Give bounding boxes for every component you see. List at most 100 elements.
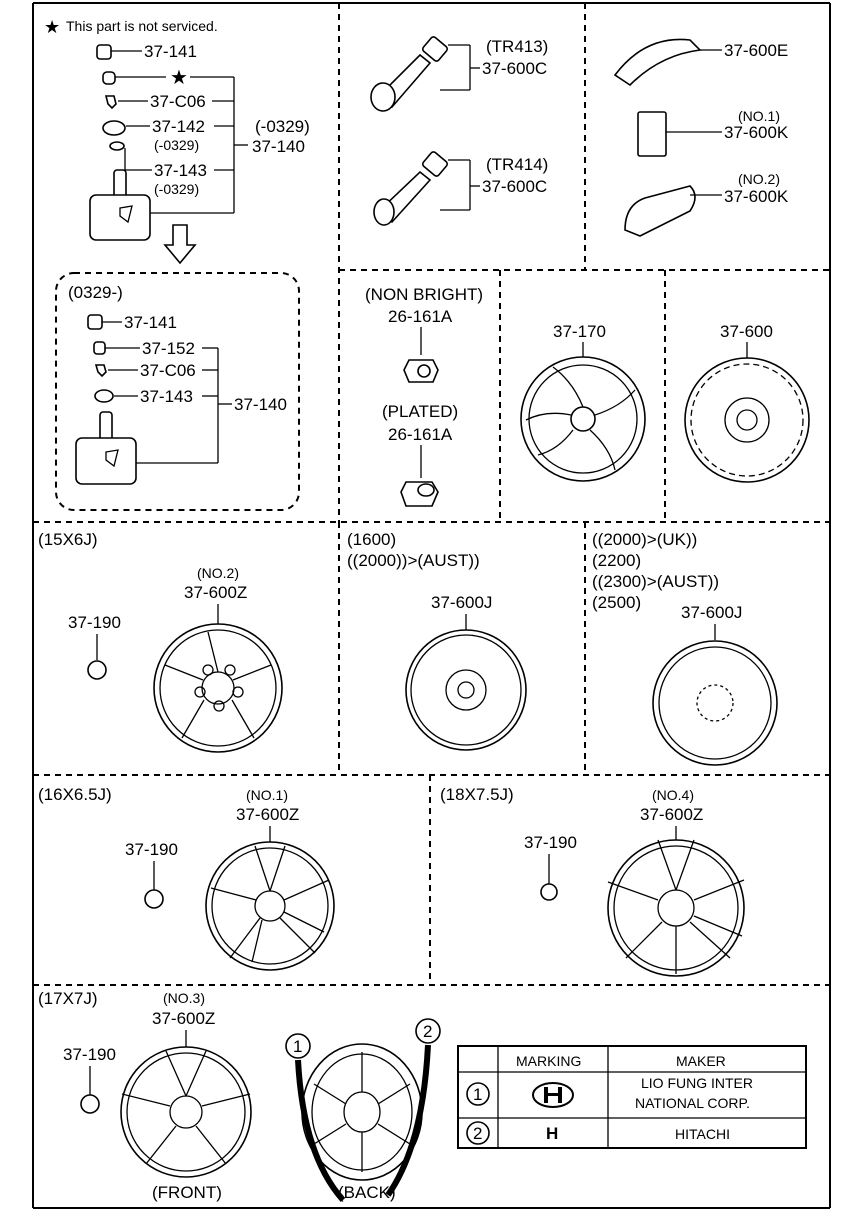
valve-core-icon	[93, 341, 106, 355]
part-label-37-600z: 37-600Z	[640, 805, 703, 824]
weight-icon	[613, 38, 702, 87]
part-label-37-170: 37-170	[553, 322, 606, 341]
part-label-37-600j: 37-600J	[681, 603, 742, 622]
center-cap-icon	[87, 660, 107, 680]
spec-label: (2200)	[592, 551, 641, 570]
number-label: (NO.2)	[738, 171, 780, 187]
spec-label: (2500)	[592, 593, 641, 612]
row-number-circle	[466, 1121, 490, 1145]
part-label-37-600k: 37-600K	[724, 187, 789, 206]
marker-number: 2	[423, 1022, 432, 1041]
number-label: (NO.1)	[738, 108, 780, 124]
part-label-37-c06: 37-C06	[140, 361, 196, 380]
marking-table: MARKING MAKER 1 LIO FUNG INTER NATIONAL …	[457, 1045, 807, 1149]
weight-icon	[637, 111, 667, 157]
part-label-26-161a: 26-161A	[388, 307, 453, 326]
part-label-37-141: 37-141	[124, 313, 177, 332]
marking-position-1	[295, 1059, 346, 1202]
part-label-37-143: 37-143	[140, 387, 193, 406]
hitachi-logo-icon	[532, 1082, 574, 1108]
star-icon: ★	[44, 17, 60, 37]
star-icon: ★	[170, 67, 188, 89]
steel-wheel-group: 37-600	[684, 322, 810, 483]
variant-label: (PLATED)	[382, 402, 458, 421]
column-header-maker: MAKER	[676, 1053, 726, 1069]
washer-icon	[109, 141, 125, 151]
tpms-upper-group: 37-141 ★ 37-C06 37-142 (-0329) 37-143 (-…	[89, 42, 310, 265]
grid-lines	[32, 2, 831, 1209]
wheel-16-group: (16X6.5J) 37-190 (NO.1) 37-600Z	[38, 785, 335, 971]
spec-label: ((2300)>(AUST))	[592, 572, 719, 591]
spare-wheel-1-group: (1600) ((2000))>(AUST)) 37-600J	[347, 530, 527, 751]
size-label: (18X7.5J)	[440, 785, 514, 804]
view-label: (FRONT)	[152, 1183, 222, 1202]
size-label: (17X7J)	[38, 989, 98, 1008]
part-label-37-140: 37-140	[234, 395, 287, 414]
spec-label: ((2000)>(UK))	[592, 530, 697, 549]
wheel-18-group: (18X7.5J) 37-190 (NO.4) 37-600Z	[440, 785, 745, 977]
wheel-17-group: (17X7J) 37-190 (NO.3) 37-600Z (FRONT) 1 …	[38, 989, 441, 1202]
alloy-wheel-icon	[205, 841, 335, 971]
center-cap-icon	[80, 1094, 100, 1114]
maker-name: LIO FUNG INTER	[641, 1075, 753, 1091]
part-label-37-600c: 37-600C	[482, 177, 547, 196]
range-label: (-0329)	[255, 117, 310, 136]
valve-cap-icon	[87, 314, 103, 330]
nut-cap	[417, 483, 435, 497]
steel-wheel-icon	[684, 357, 810, 483]
size-label: (16X6.5J)	[38, 785, 112, 804]
nut-group: (NON BRIGHT) 26-161A (PLATED) 26-161A	[365, 285, 483, 507]
part-label-37-600j: 37-600J	[431, 593, 492, 612]
number-label: (NO.4)	[652, 787, 694, 803]
dashed-box	[55, 272, 300, 511]
spec-label: (1600)	[347, 530, 396, 549]
marking-position-2	[385, 1044, 431, 1197]
column-header-marking: MARKING	[516, 1053, 581, 1069]
part-label-37-141: 37-141	[144, 42, 197, 61]
marker-circle-2	[415, 1018, 441, 1044]
maker-name: NATIONAL CORP.	[635, 1095, 750, 1111]
number-label: (NO.2)	[197, 565, 239, 581]
variant-label: (NON BRIGHT)	[365, 285, 483, 304]
tpms-sensor-icon	[75, 411, 137, 485]
view-label: (BACK)	[338, 1183, 396, 1202]
part-label-37-600z: 37-600Z	[236, 805, 299, 824]
maker-name: HITACHI	[675, 1126, 730, 1142]
alloy-wheel-icon	[153, 623, 283, 753]
arrow-down-icon	[163, 224, 197, 265]
number-label: (NO.3)	[163, 990, 205, 1006]
spec-label: ((2000))>(AUST))	[347, 551, 480, 570]
valve-type-label: (TR414)	[486, 155, 548, 174]
valve-insert-icon	[94, 364, 107, 378]
part-label-37-143: 37-143	[154, 161, 207, 180]
part-label-26-161a: 26-161A	[388, 425, 453, 444]
valve-core-icon	[102, 71, 116, 85]
valve-stem-icon	[373, 151, 449, 226]
part-label-37-600z: 37-600Z	[152, 1009, 215, 1028]
part-label-37-600: 37-600	[720, 322, 773, 341]
valve-insert-icon	[104, 95, 117, 110]
part-label-37-600z: 37-600Z	[184, 583, 247, 602]
part-label-37-142: 37-142	[152, 117, 205, 136]
range-label: (-0329)	[154, 181, 199, 197]
marker-number: 1	[293, 1037, 302, 1056]
range-label: (0329-)	[68, 283, 123, 302]
part-label-37-c06: 37-C06	[150, 92, 206, 111]
size-label: (15X6J)	[38, 530, 98, 549]
part-label-37-190: 37-190	[63, 1045, 116, 1064]
spare-wheel-2-group: ((2000)>(UK)) (2200) ((2300)>(AUST)) (25…	[592, 530, 778, 766]
weight-group: 37-600E (NO.1) 37-600K (NO.2) 37-600K	[613, 38, 789, 237]
alloy-wheel-front-icon	[120, 1046, 252, 1178]
marker-circle-1	[285, 1033, 311, 1059]
wheel-cover-icon	[520, 356, 646, 482]
center-cap-icon	[540, 883, 558, 901]
part-label-37-140: 37-140	[252, 137, 305, 156]
valve-cap-icon	[96, 44, 112, 60]
part-label-37-600c: 37-600C	[482, 59, 547, 78]
spare-wheel-icon	[652, 640, 778, 766]
grommet-icon	[94, 389, 114, 403]
part-label-37-152: 37-152	[142, 339, 195, 358]
row-number-circle	[466, 1082, 490, 1106]
center-cap-icon	[144, 889, 164, 909]
